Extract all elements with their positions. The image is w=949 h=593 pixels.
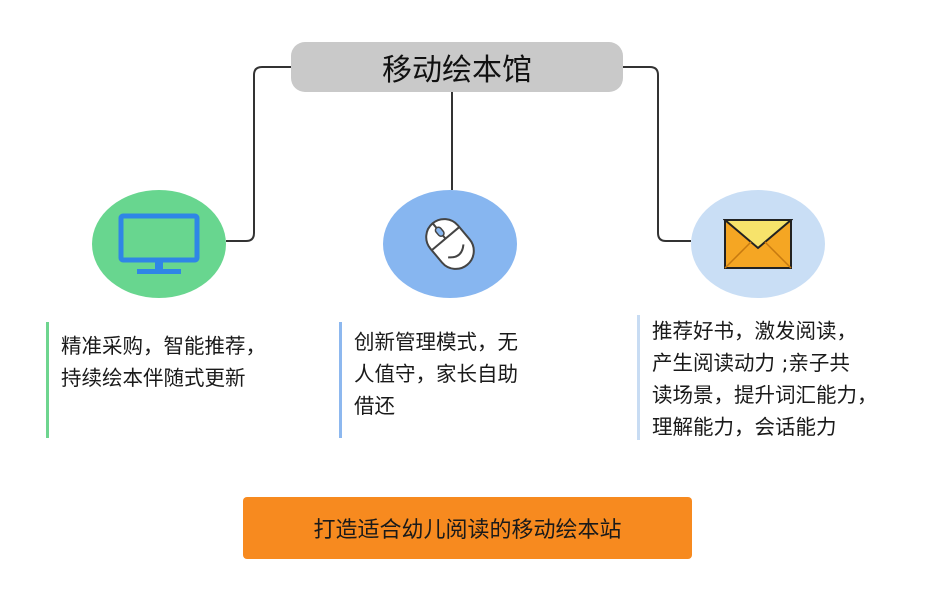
text-line: 理解能力，会话能力	[652, 415, 837, 439]
branch-circle-monitor	[92, 190, 226, 298]
mouse-icon	[425, 218, 475, 270]
text-line: 持续绘本伴随式更新	[61, 366, 246, 390]
title-text: 移动绘本馆	[382, 53, 532, 88]
title-node: 移动绘本馆	[291, 42, 623, 92]
branch-text-procurement: 精准采购，智能推荐， 持续绘本伴随式更新	[46, 322, 316, 438]
footer-text: 打造适合幼儿阅读的移动绘本站	[313, 518, 622, 543]
text-line: 推荐好书，激发阅读，	[652, 319, 857, 343]
envelope-icon	[723, 219, 793, 269]
text-line: 产生阅读动力 ;亲子共	[652, 351, 850, 375]
branch-circle-envelope	[691, 190, 825, 298]
text-line: 借还	[354, 394, 395, 418]
footer-banner: 打造适合幼儿阅读的移动绘本站	[243, 497, 692, 559]
text-line: 人值守，家长自助	[354, 362, 518, 386]
monitor-icon	[118, 213, 200, 274]
connector-left	[226, 66, 291, 242]
text-line: 精准采购，智能推荐，	[61, 334, 266, 358]
branch-text-reading: 推荐好书，激发阅读， 产生阅读动力 ;亲子共 读场景，提升词汇能力， 理解能力，…	[637, 315, 937, 440]
connector-right	[623, 66, 691, 242]
text-line: 创新管理模式，无	[354, 330, 518, 354]
text-line: 读场景，提升词汇能力，	[652, 383, 878, 407]
branch-circle-mouse	[383, 190, 517, 298]
branch-text-management: 创新管理模式，无 人值守，家长自助 借还	[339, 322, 589, 438]
